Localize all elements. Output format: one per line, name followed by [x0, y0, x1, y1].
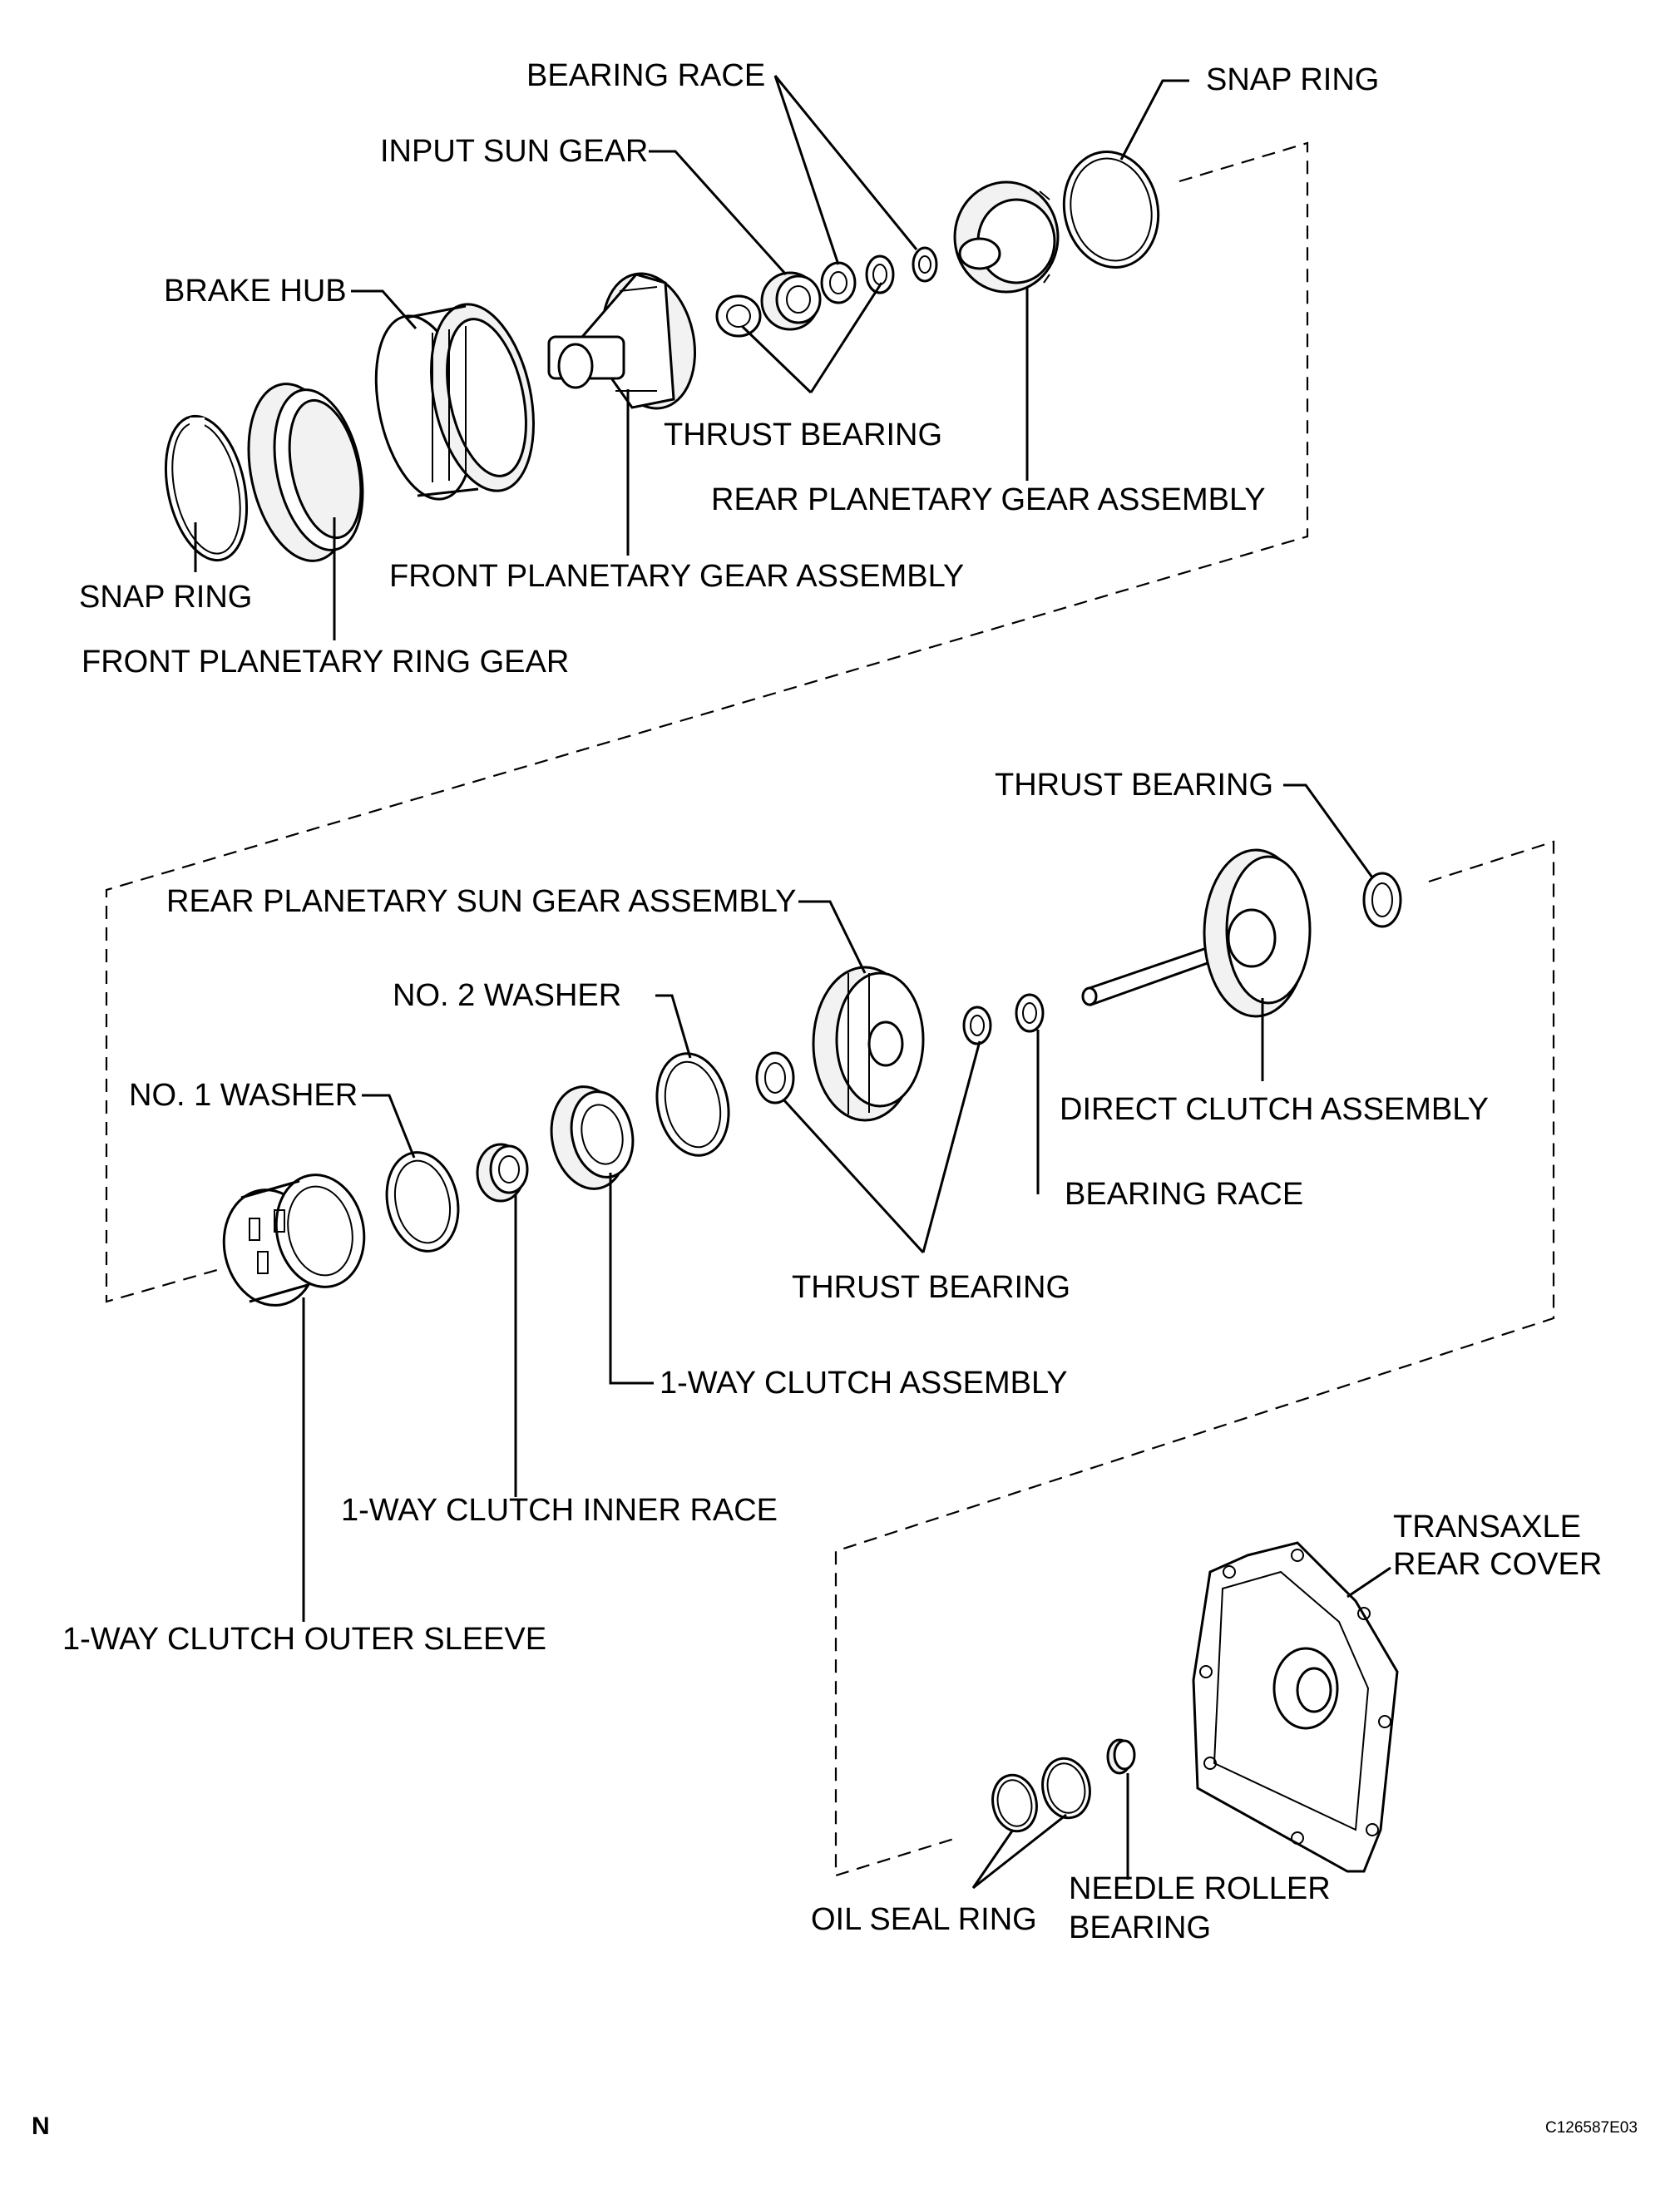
figure-code: C126587E03	[1545, 2119, 1638, 2137]
label-bearing-race-top: BEARING RACE	[526, 58, 765, 93]
orientation-mark: N	[32, 2113, 50, 2140]
label-thrust-bearing-mid: THRUST BEARING	[792, 1270, 1070, 1305]
label-snap-ring-top: SNAP RING	[1206, 62, 1379, 97]
label-thrust-bearing-mid-right: THRUST BEARING	[995, 768, 1273, 803]
label-one-way-clutch-assembly: 1-WAY CLUTCH ASSEMBLY	[660, 1366, 1068, 1401]
needle-roller-bearing-part	[1106, 1738, 1136, 1775]
label-direct-clutch-assembly: DIRECT CLUTCH ASSEMBLY	[1060, 1092, 1489, 1127]
label-front-planetary-ring-gear: FRONT PLANETARY RING GEAR	[82, 645, 569, 679]
oil-seal-ring-parts	[991, 1757, 1091, 1833]
label-transaxle-rear-cover-line1: TRANSAXLE	[1393, 1510, 1581, 1544]
rear-planetary-gear-assembly-part	[953, 180, 1060, 294]
leader-lines	[194, 75, 1391, 1890]
label-transaxle-rear-cover-line2: REAR COVER	[1393, 1547, 1602, 1582]
thrust-bearing-top-parts	[715, 294, 762, 338]
label-no1-washer: NO. 1 WASHER	[129, 1078, 358, 1113]
direct-clutch-assembly-part	[1081, 848, 1312, 1018]
label-bearing-race-mid: BEARING RACE	[1065, 1177, 1303, 1212]
bearing-race-top-parts	[820, 246, 938, 304]
label-snap-ring-left: SNAP RING	[79, 580, 252, 615]
label-no2-washer: NO. 2 WASHER	[393, 978, 621, 1013]
label-oil-seal-ring: OIL SEAL RING	[811, 1902, 1037, 1937]
no1-washer-part	[385, 1151, 460, 1253]
snap-ring-top-part	[1062, 151, 1160, 269]
group-outline-middle	[834, 840, 1555, 1877]
label-input-sun-gear: INPUT SUN GEAR	[380, 134, 648, 169]
front-planetary-gear-assembly-part	[547, 272, 697, 410]
rear-planetary-sun-gear-assembly-part	[812, 966, 925, 1122]
one-way-clutch-inner-race-part	[476, 1143, 529, 1203]
snap-ring-left-part	[164, 414, 249, 562]
thrust-bearing-mid-right-part	[1362, 872, 1402, 928]
group-outline-top	[105, 141, 1309, 1303]
label-one-way-clutch-inner-race: 1-WAY CLUTCH INNER RACE	[341, 1493, 778, 1528]
front-planetary-ring-gear-part	[247, 383, 364, 562]
one-way-clutch-outer-sleeve-part	[222, 1174, 366, 1307]
label-thrust-bearing-top: THRUST BEARING	[664, 418, 942, 452]
label-needle-roller-bearing-line2: BEARING	[1069, 1910, 1211, 1945]
brake-hub-part	[374, 303, 535, 501]
label-brake-hub: BRAKE HUB	[164, 274, 347, 309]
no2-washer-part	[655, 1052, 730, 1157]
label-front-planetary-gear-assembly: FRONT PLANETARY GEAR ASSEMBLY	[389, 559, 964, 594]
label-rear-planetary-sun-gear-assembly: REAR PLANETARY SUN GEAR ASSEMBLY	[166, 884, 796, 919]
label-one-way-clutch-outer-sleeve: 1-WAY CLUTCH OUTER SLEEVE	[62, 1622, 546, 1657]
label-needle-roller-bearing-line1: NEEDLE ROLLER	[1069, 1871, 1331, 1906]
input-sun-gear-part	[760, 271, 822, 331]
label-rear-planetary-gear-assembly: REAR PLANETARY GEAR ASSEMBLY	[711, 482, 1266, 517]
one-way-clutch-assembly-part	[550, 1085, 635, 1190]
bearing-race-mid-part	[1015, 993, 1045, 1033]
thrust-bearing-mid-parts	[755, 1006, 992, 1104]
transaxle-rear-cover-part	[1192, 1541, 1399, 1873]
